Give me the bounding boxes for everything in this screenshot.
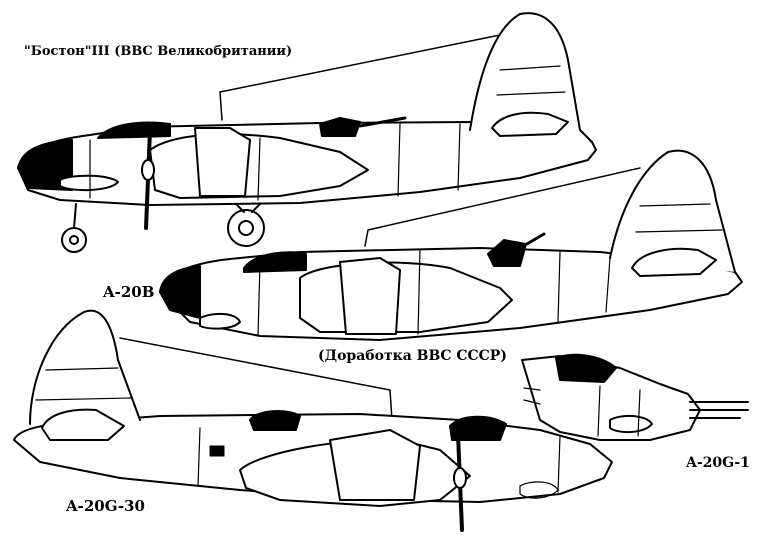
a20b-caption: A-20B bbox=[103, 283, 155, 301]
a20g30-drawing bbox=[13, 309, 613, 532]
a20g1-caption: A-20G-1 bbox=[686, 455, 750, 471]
ussr-modification-caption: (Доработка ВВС СССР) bbox=[318, 348, 507, 364]
a20b-drawing bbox=[159, 149, 743, 341]
boston-iii-drawing bbox=[17, 12, 597, 253]
a20g30-caption: A-20G-30 bbox=[66, 497, 145, 515]
a20g1-drawing bbox=[521, 353, 749, 441]
boston-iii-caption: "Бостон"III (ВВС Великобритании) bbox=[24, 44, 293, 59]
